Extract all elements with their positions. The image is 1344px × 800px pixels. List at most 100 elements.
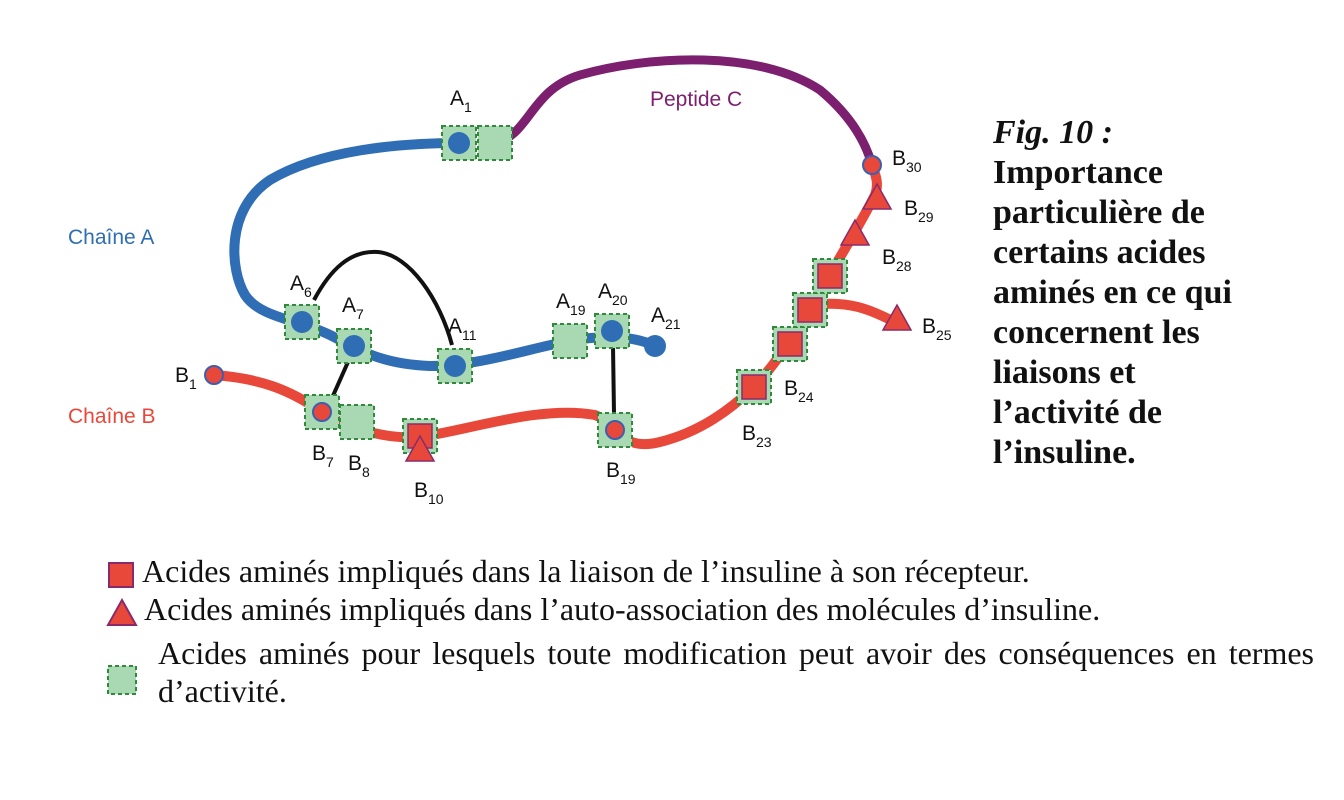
residue-b29 xyxy=(862,183,892,210)
legend-text: Acides aminés impliqués dans l’auto-asso… xyxy=(144,591,1101,627)
residue-b19 xyxy=(597,412,633,448)
legend-text: Acides aminés pour lesquels toute modifi… xyxy=(158,635,1314,709)
residue-a6 xyxy=(284,304,320,340)
residue-number: 28 xyxy=(896,258,912,274)
residue-number: 20 xyxy=(612,292,628,308)
residue-label-b23: B23 xyxy=(742,422,772,450)
residue-a1 xyxy=(441,125,477,161)
residue-number: 7 xyxy=(326,454,334,470)
residue-b1 xyxy=(204,365,224,385)
residue-letter: B xyxy=(312,442,326,465)
residue-label-b30: B30 xyxy=(892,147,922,175)
red-square-icon xyxy=(108,561,134,588)
residue-a19 xyxy=(552,323,588,359)
caption-line: liaisons et xyxy=(993,354,1136,391)
residue-b10 xyxy=(402,418,438,462)
residue-number: 19 xyxy=(570,302,586,318)
residue-letter: A xyxy=(290,272,304,295)
legend-text: Acides aminés impliqués dans la liaison … xyxy=(142,553,1030,589)
residue-number: 24 xyxy=(798,389,814,405)
residue-number: 23 xyxy=(756,434,772,450)
residue-letter: B xyxy=(742,422,756,445)
residue-b30 xyxy=(862,155,882,175)
residue-number: 30 xyxy=(906,159,922,175)
residue-letter: B xyxy=(892,147,906,170)
residue-letter: B xyxy=(784,377,798,400)
residue-letter: B xyxy=(904,197,918,220)
residue-label-a7: A7 xyxy=(342,294,364,322)
caption-line: Importance xyxy=(993,154,1163,191)
residue-label-b24: B24 xyxy=(784,377,814,405)
residue-letter: A xyxy=(448,315,462,338)
residue-b7 xyxy=(304,394,340,430)
caption-line: aminés en ce qui xyxy=(993,274,1232,311)
residue-number: 21 xyxy=(665,316,681,332)
residue-label-a19: A19 xyxy=(556,290,586,318)
residue-label-b8: B8 xyxy=(348,452,370,480)
chain-b-label: Chaîne B xyxy=(68,405,156,428)
residue-number: 29 xyxy=(918,209,934,225)
residue-letter: A xyxy=(450,87,464,110)
insulin-diagram: Chaîne A Chaîne B Peptide C A1A6A7A11A19… xyxy=(68,55,952,507)
residue-letter: A xyxy=(556,290,570,313)
residue-label-a20: A20 xyxy=(598,280,628,308)
residue-b8 xyxy=(339,404,375,440)
residue-b24 xyxy=(772,326,808,362)
residue-label-a1: A1 xyxy=(450,87,472,115)
residue-a7 xyxy=(336,328,372,364)
disulfide-bridge-a20-b19 xyxy=(611,345,616,415)
chain-a-label: Chaîne A xyxy=(68,226,154,249)
peptide-c-label: Peptide C xyxy=(650,88,742,111)
caption-line: concernent les xyxy=(993,314,1200,351)
disulfide-bridge-a6-a11 xyxy=(312,249,454,346)
residue-letter: A xyxy=(598,280,612,303)
residue-number: 25 xyxy=(936,327,952,343)
residue-letter: B xyxy=(882,246,896,269)
residue-letter: B xyxy=(414,479,428,502)
residue-letter: B xyxy=(606,459,620,482)
residue-number: 11 xyxy=(462,327,477,343)
residue-number: 6 xyxy=(304,284,312,300)
residue-number: 1 xyxy=(464,99,472,115)
residue-label-a21: A21 xyxy=(651,304,681,332)
caption-line: l’insuline. xyxy=(993,434,1136,471)
legend-item-receptor-binding: Acides aminés impliqués dans la liaison … xyxy=(70,552,1314,590)
residue-a21 xyxy=(644,335,666,357)
residue-letter: A xyxy=(342,294,356,317)
caption-line: particulière de xyxy=(993,194,1205,231)
residue-label-b19: B19 xyxy=(606,459,636,487)
residue-letter: B xyxy=(922,315,936,338)
residue-label-a11: A11 xyxy=(448,315,477,343)
residue-a1-neighbor xyxy=(477,125,513,161)
legend: Acides aminés impliqués dans la liaison … xyxy=(70,552,1314,710)
disulfide-bridge-a7-b7 xyxy=(330,361,350,399)
residue-number: 10 xyxy=(428,491,444,507)
residue-letter: B xyxy=(348,452,362,475)
residue-a20 xyxy=(594,313,630,349)
residue-letter: A xyxy=(651,304,665,327)
residue-label-b28: B28 xyxy=(882,246,912,274)
residue-number: 8 xyxy=(362,464,370,480)
caption-line: l’activité de xyxy=(993,394,1162,431)
residue-b26 xyxy=(812,258,848,294)
residue-a11 xyxy=(437,348,473,384)
peptide-c-chain xyxy=(490,55,877,170)
red-triangle-icon xyxy=(106,597,138,626)
green-dashed-square-icon xyxy=(107,665,137,695)
residue-number: 19 xyxy=(620,471,636,487)
residue-label-b29: B29 xyxy=(904,197,934,225)
figure-caption: Fig. 10 : Importance particulière de cer… xyxy=(993,113,1333,473)
residue-b23 xyxy=(736,369,772,405)
residue-number: 7 xyxy=(356,306,364,322)
legend-item-self-association: Acides aminés impliqués dans l’auto-asso… xyxy=(104,590,1314,628)
residue-b25-region xyxy=(792,292,828,328)
caption-line: certains acides xyxy=(993,234,1206,271)
figure-number: Fig. 10 : xyxy=(993,114,1113,151)
residue-label-b1: B1 xyxy=(175,364,197,392)
residue-label-b10: B10 xyxy=(414,479,444,507)
legend-item-activity: Acides aminés pour lesquels toute modifi… xyxy=(70,634,1314,710)
residue-label-b25: B25 xyxy=(922,315,952,343)
residue-letter: B xyxy=(175,364,189,387)
residue-label-b7: B7 xyxy=(312,442,334,470)
residue-number: 1 xyxy=(189,376,197,392)
